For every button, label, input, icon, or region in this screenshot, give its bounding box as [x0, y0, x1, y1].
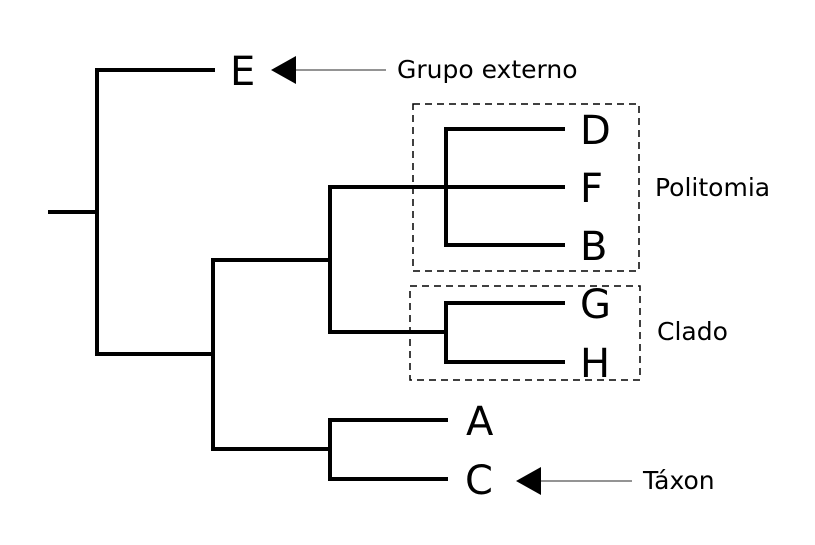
polytomy-box [412, 103, 640, 272]
taxon-annotation: Táxon [642, 466, 715, 495]
taxon-label-C: C [465, 458, 493, 504]
clade-box [409, 285, 641, 381]
taxon-label-H: H [580, 341, 610, 387]
polytomy-annotation: Politomia [655, 173, 770, 202]
clade-annotation: Clado [657, 317, 728, 346]
taxon-label-A: A [466, 399, 494, 445]
taxon-label-E: E [230, 49, 255, 95]
taxon-pointer [516, 467, 632, 495]
taxon-label-B: B [580, 224, 607, 270]
tree-branches [48, 68, 565, 481]
outgroup-pointer [271, 56, 386, 84]
taxon-label-D: D [580, 108, 611, 154]
taxon-arrow-icon [516, 467, 541, 495]
outgroup-annotation: Grupo externo [397, 55, 578, 84]
taxon-label-F: F [580, 166, 603, 212]
taxon-label-G: G [580, 282, 611, 328]
outgroup-arrow-icon [271, 56, 296, 84]
